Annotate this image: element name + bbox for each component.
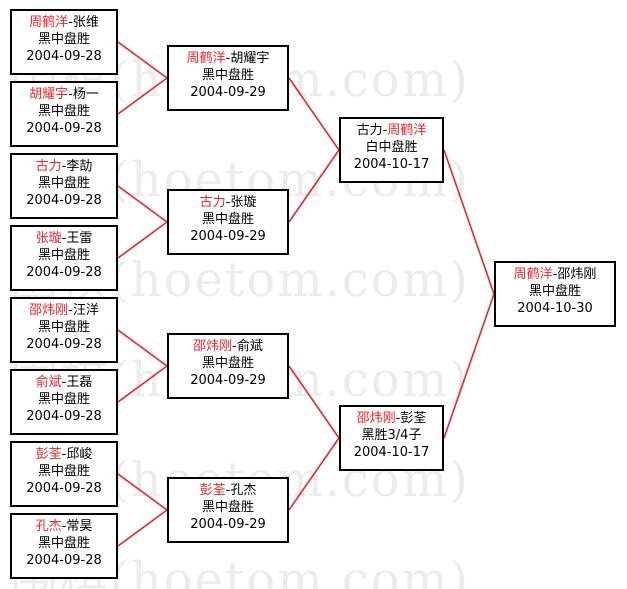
player-loser: 胡耀宇 — [230, 51, 270, 66]
player-winner: 周鹤洋 — [29, 15, 69, 30]
player-loser: 杨一 — [72, 87, 99, 102]
match-box-r1-5[interactable]: 邵炜刚-汪洋 黑中盘胜 2004-09-28 — [10, 297, 118, 363]
match-date: 2004-10-17 — [353, 445, 430, 460]
match-result: 黑中盘胜 — [37, 32, 90, 47]
player-loser: 李劼 — [66, 159, 93, 174]
match-box-r1-1[interactable]: 周鹤洋-张维 黑中盘胜 2004-09-28 — [10, 9, 118, 75]
player-loser: 孔杰 — [230, 483, 257, 498]
player-winner: 古力 — [199, 195, 226, 210]
match-box-r1-4[interactable]: 张璇-王雷 黑中盘胜 2004-09-28 — [10, 225, 118, 291]
bracket-connector — [288, 437, 340, 511]
match-date: 2004-09-28 — [26, 49, 102, 64]
match-result: 黑中盘胜 — [37, 104, 90, 119]
player-loser: 王雷 — [66, 231, 93, 246]
player-winner: 彭荃 — [199, 483, 226, 498]
match-box-r1-3[interactable]: 古力-李劼 黑中盘胜 2004-09-28 — [10, 153, 118, 219]
player-winner: 邵炜刚 — [193, 339, 233, 354]
bracket-connector — [117, 41, 168, 79]
match-box-r1-7[interactable]: 彭荃-邱峻 黑中盘胜 2004-09-28 — [10, 441, 118, 507]
match-box-r2-4[interactable]: 彭荃-孔杰 黑中盘胜 2004-09-29 — [167, 477, 289, 543]
match-result: 黑中盘胜 — [201, 500, 254, 515]
bracket-connector — [117, 77, 168, 115]
bracket-connector — [117, 185, 168, 223]
match-result: 黑胜3/4子 — [361, 428, 422, 443]
player-loser: 彭荃 — [400, 411, 427, 426]
match-date: 2004-09-28 — [26, 553, 102, 568]
match-box-r2-1[interactable]: 周鹤洋-胡耀宇 黑中盘胜 2004-09-29 — [167, 45, 289, 111]
player-winner: 古力 — [35, 159, 62, 174]
player-winner: 邵炜刚 — [356, 411, 396, 426]
player-loser: 常昊 — [66, 519, 93, 534]
match-date: 2004-09-29 — [190, 229, 266, 244]
match-result: 黑中盘胜 — [528, 284, 581, 299]
match-date: 2004-09-28 — [26, 337, 102, 352]
player-winner: 孔杰 — [35, 519, 62, 534]
match-box-r1-6[interactable]: 俞斌-王磊 黑中盘胜 2004-09-28 — [10, 369, 118, 435]
bracket-connector — [117, 329, 168, 367]
bracket-connector — [117, 365, 168, 403]
player-loser: 王磊 — [66, 375, 93, 390]
match-date: 2004-09-28 — [26, 193, 102, 208]
match-box-r1-8[interactable]: 孔杰-常昊 黑中盘胜 2004-09-28 — [10, 513, 118, 579]
match-box-r2-2[interactable]: 古力-张璇 黑中盘胜 2004-09-29 — [167, 189, 289, 255]
player-winner: 周鹤洋 — [513, 267, 553, 282]
match-result: 白中盘胜 — [365, 140, 418, 155]
player-loser: 张维 — [72, 15, 99, 30]
match-result: 黑中盘胜 — [37, 392, 90, 407]
match-box-r3-2[interactable]: 邵炜刚-彭荃 黑胜3/4子 2004-10-17 — [339, 405, 444, 471]
player-winner: 周鹤洋 — [186, 51, 226, 66]
player-loser: 古力 — [356, 123, 383, 138]
player-loser: 邱峻 — [66, 447, 93, 462]
player-loser: 汪洋 — [72, 303, 99, 318]
bracket-connector — [443, 149, 495, 295]
player-winner: 胡耀宇 — [29, 87, 69, 102]
bracket-connector — [117, 221, 168, 259]
match-box-final[interactable]: 周鹤洋-邵炜刚 黑中盘胜 2004-10-30 — [494, 261, 616, 327]
match-box-r3-1[interactable]: 古力-周鹤洋 白中盘胜 2004-10-17 — [339, 117, 444, 183]
player-loser: 张璇 — [230, 195, 257, 210]
match-result: 黑中盘胜 — [37, 464, 90, 479]
player-winner: 周鹤洋 — [387, 123, 427, 138]
bracket-connector — [288, 365, 340, 439]
bracket-connector — [288, 77, 340, 151]
match-date: 2004-09-28 — [26, 121, 102, 136]
match-date: 2004-10-30 — [517, 301, 593, 316]
bracket-connector — [117, 509, 168, 547]
player-loser: 俞斌 — [236, 339, 263, 354]
bracket-connector — [443, 293, 495, 439]
bracket-connector — [117, 473, 168, 511]
player-winner: 邵炜刚 — [29, 303, 69, 318]
match-box-r1-2[interactable]: 胡耀宇-杨一 黑中盘胜 2004-09-28 — [10, 81, 118, 147]
match-date: 2004-09-29 — [190, 517, 266, 532]
match-result: 黑中盘胜 — [201, 356, 254, 371]
player-winner: 俞斌 — [35, 375, 62, 390]
match-result: 黑中盘胜 — [37, 536, 90, 551]
player-winner: 张璇 — [35, 231, 62, 246]
match-result: 黑中盘胜 — [37, 320, 90, 335]
match-date: 2004-09-29 — [190, 373, 266, 388]
match-box-r2-3[interactable]: 邵炜刚-俞斌 黑中盘胜 2004-09-29 — [167, 333, 289, 399]
match-date: 2004-09-28 — [26, 409, 102, 424]
match-result: 黑中盘胜 — [37, 248, 90, 263]
player-winner: 彭荃 — [35, 447, 62, 462]
match-result: 黑中盘胜 — [37, 176, 90, 191]
match-date: 2004-10-17 — [353, 157, 430, 172]
match-date: 2004-09-28 — [26, 481, 102, 496]
match-date: 2004-09-28 — [26, 265, 102, 280]
player-loser: 邵炜刚 — [557, 267, 597, 282]
match-result: 黑中盘胜 — [201, 212, 254, 227]
match-result: 黑中盘胜 — [201, 68, 254, 83]
bracket-connector — [288, 149, 340, 223]
match-date: 2004-09-29 — [190, 85, 266, 100]
